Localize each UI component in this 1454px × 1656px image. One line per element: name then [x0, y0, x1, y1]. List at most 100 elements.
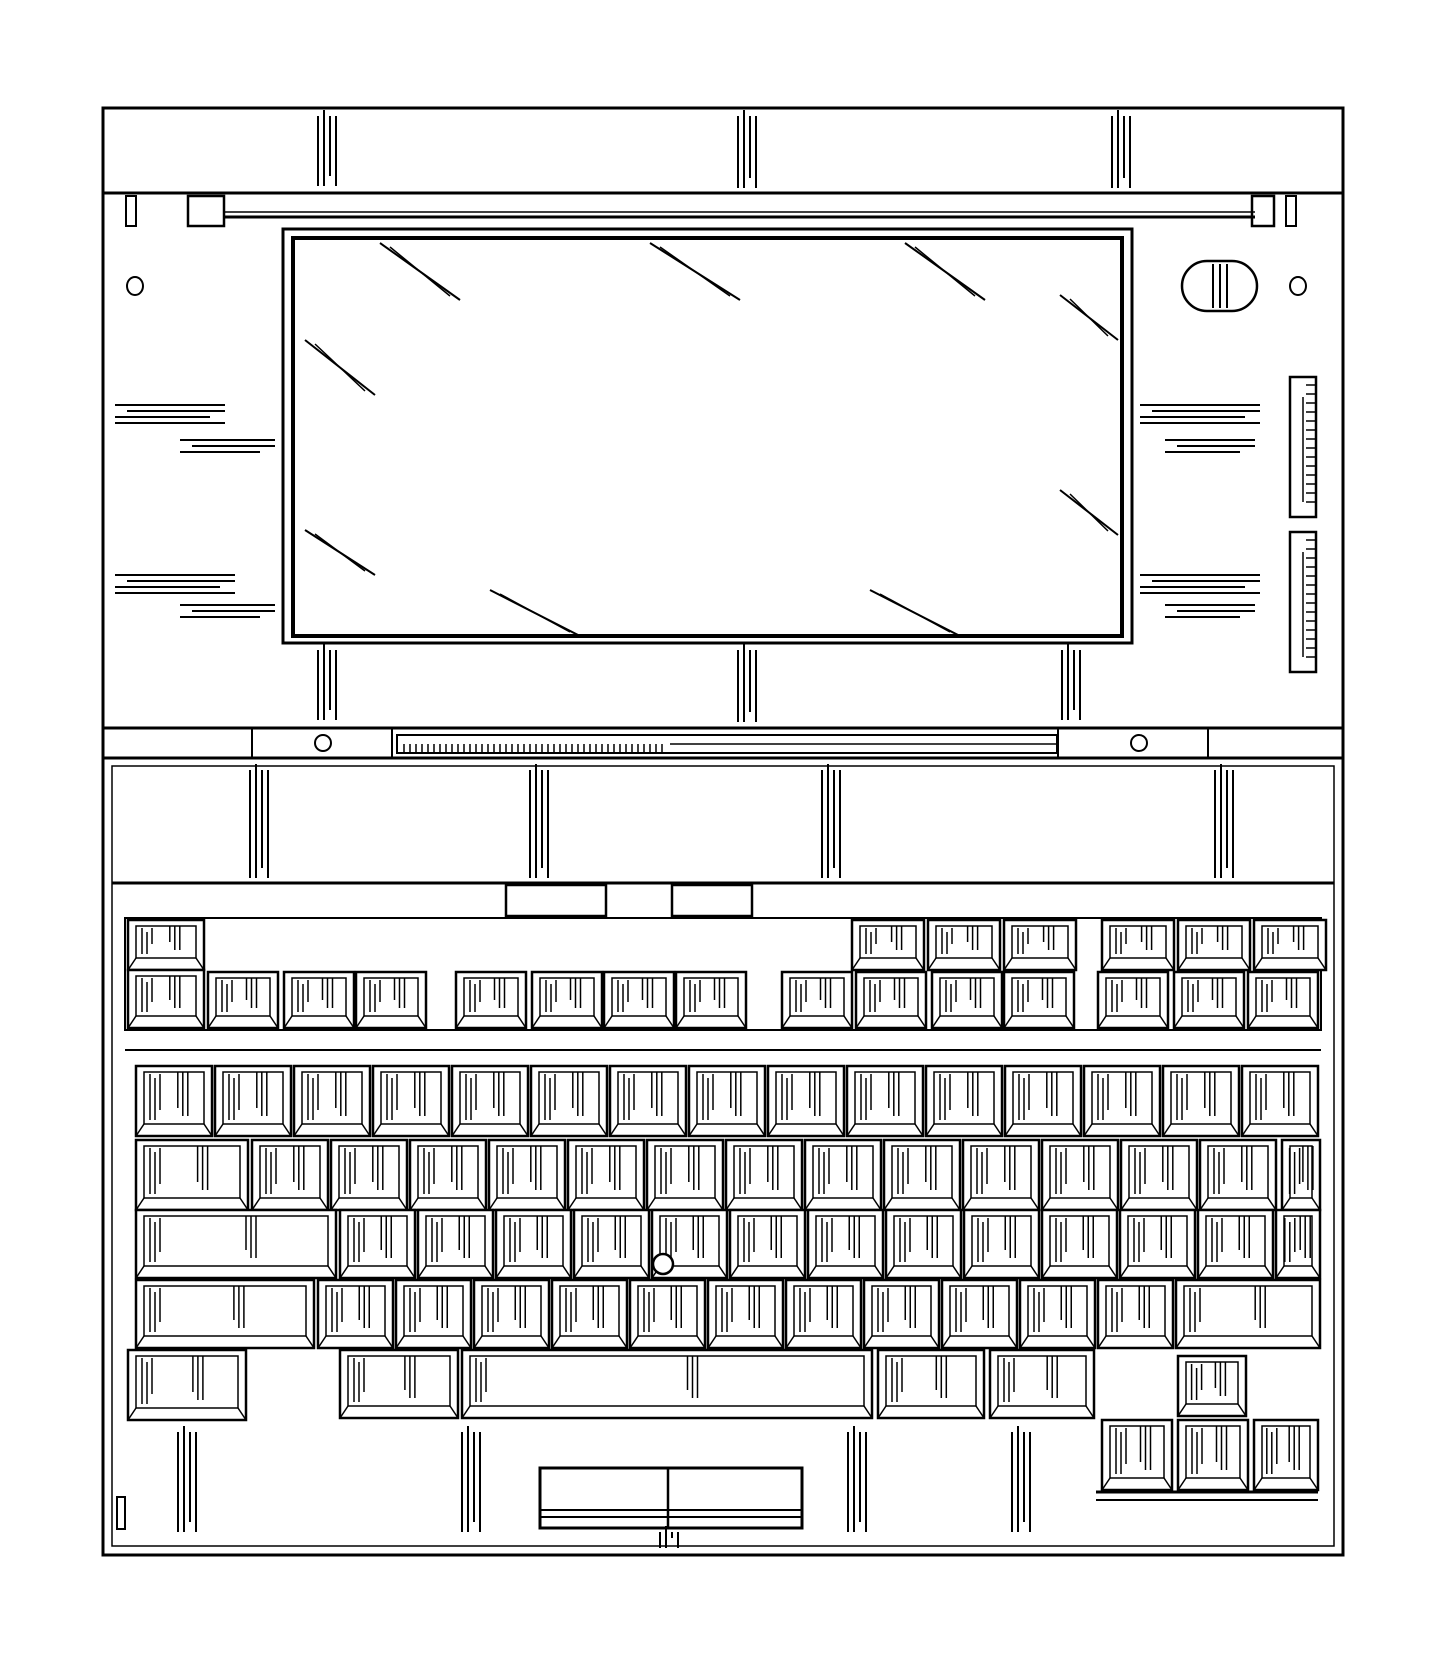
key[interactable]: [316, 1278, 395, 1350]
key[interactable]: [1176, 918, 1252, 972]
key[interactable]: [1119, 1138, 1199, 1212]
key[interactable]: [282, 970, 356, 1030]
key[interactable]: [1196, 1208, 1275, 1280]
key[interactable]: [329, 1138, 409, 1212]
touchpad-buttons[interactable]: [538, 1466, 804, 1530]
screen-bezel: [281, 227, 1134, 645]
key[interactable]: [1174, 1278, 1322, 1350]
key[interactable]: [1003, 1064, 1083, 1138]
key[interactable]: [1252, 918, 1328, 972]
key[interactable]: [608, 1064, 688, 1138]
key[interactable]: [134, 1208, 338, 1280]
key[interactable]: [408, 1138, 488, 1212]
key[interactable]: [784, 1278, 863, 1350]
left-hinge-screw: [314, 734, 332, 752]
key[interactable]: [1100, 918, 1176, 972]
key[interactable]: [724, 1138, 804, 1212]
key[interactable]: [338, 1208, 417, 1280]
key[interactable]: [930, 970, 1004, 1030]
key[interactable]: [940, 1278, 1019, 1350]
status-button-left[interactable]: [504, 883, 608, 918]
key[interactable]: [1100, 1418, 1174, 1492]
key[interactable]: [706, 1278, 785, 1350]
key[interactable]: [213, 1064, 293, 1138]
key[interactable]: [472, 1278, 551, 1350]
key[interactable]: [687, 1064, 767, 1138]
hinge-strip: [101, 726, 1345, 760]
key[interactable]: [1118, 1208, 1197, 1280]
pointing-stick[interactable]: [651, 1252, 675, 1276]
key[interactable]: [460, 1348, 874, 1420]
key[interactable]: [572, 1208, 651, 1280]
key[interactable]: [1240, 1064, 1320, 1138]
key[interactable]: [728, 1208, 807, 1280]
key[interactable]: [962, 1208, 1041, 1280]
key[interactable]: [126, 968, 206, 1030]
key[interactable]: [628, 1278, 707, 1350]
key[interactable]: [126, 918, 206, 972]
key[interactable]: [602, 970, 676, 1030]
key[interactable]: [394, 1278, 473, 1350]
key[interactable]: [1096, 1278, 1175, 1350]
key[interactable]: [1082, 1064, 1162, 1138]
key[interactable]: [882, 1138, 962, 1212]
key[interactable]: [1198, 1138, 1278, 1212]
key[interactable]: [1096, 970, 1170, 1030]
key[interactable]: [850, 918, 926, 972]
key[interactable]: [988, 1348, 1096, 1420]
key[interactable]: [1018, 1278, 1097, 1350]
key[interactable]: [550, 1278, 629, 1350]
key[interactable]: [454, 970, 528, 1030]
status-button-right[interactable]: [670, 883, 754, 918]
key[interactable]: [876, 1348, 986, 1420]
key[interactable]: [854, 970, 928, 1030]
key[interactable]: [926, 918, 1002, 972]
key[interactable]: [134, 1138, 250, 1212]
key[interactable]: [1176, 1354, 1248, 1418]
key[interactable]: [566, 1138, 646, 1212]
key[interactable]: [1040, 1208, 1119, 1280]
key[interactable]: [1246, 970, 1320, 1030]
key[interactable]: [126, 1348, 248, 1422]
key[interactable]: [1252, 1418, 1320, 1492]
keyboard: [124, 917, 1328, 1492]
key[interactable]: [803, 1138, 883, 1212]
display-screen: [291, 236, 1124, 638]
key[interactable]: [1172, 970, 1246, 1030]
key[interactable]: [134, 1278, 316, 1350]
key[interactable]: [780, 970, 854, 1030]
key[interactable]: [862, 1278, 941, 1350]
right-latch-hole: [1289, 276, 1307, 296]
key[interactable]: [206, 970, 280, 1030]
key[interactable]: [134, 1064, 214, 1138]
key[interactable]: [961, 1138, 1041, 1212]
key[interactable]: [494, 1208, 573, 1280]
key[interactable]: [292, 1064, 372, 1138]
key[interactable]: [1161, 1064, 1241, 1138]
key[interactable]: [645, 1138, 725, 1212]
key[interactable]: [250, 1138, 330, 1212]
key[interactable]: [530, 970, 604, 1030]
key[interactable]: [371, 1064, 451, 1138]
key[interactable]: [884, 1208, 963, 1280]
key[interactable]: [1002, 970, 1076, 1030]
key[interactable]: [487, 1138, 567, 1212]
key[interactable]: [806, 1208, 885, 1280]
key[interactable]: [338, 1348, 460, 1420]
left-hinge-block: [186, 194, 226, 228]
key[interactable]: [1002, 918, 1078, 972]
key[interactable]: [766, 1064, 846, 1138]
key[interactable]: [1040, 1138, 1120, 1212]
key[interactable]: [1176, 1418, 1250, 1492]
key[interactable]: [450, 1064, 530, 1138]
key[interactable]: [416, 1208, 495, 1280]
key[interactable]: [1274, 1208, 1322, 1280]
key[interactable]: [1280, 1138, 1322, 1212]
key[interactable]: [845, 1064, 925, 1138]
key[interactable]: [354, 970, 428, 1030]
key[interactable]: [674, 970, 748, 1030]
brightness-slider: [1288, 375, 1318, 519]
lid-latch-slider: [1180, 259, 1259, 313]
key[interactable]: [529, 1064, 609, 1138]
key[interactable]: [924, 1064, 1004, 1138]
